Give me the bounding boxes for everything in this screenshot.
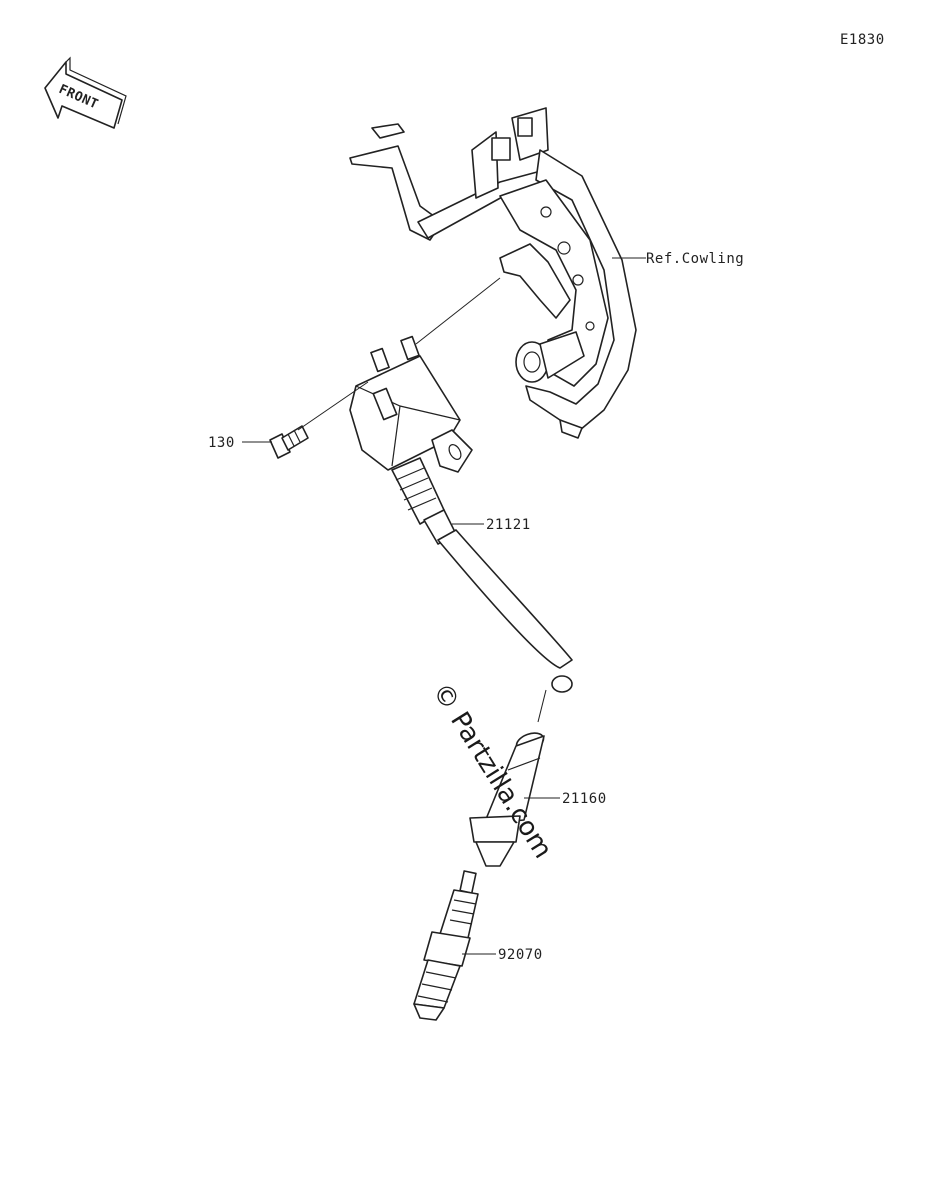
spark-plug bbox=[413, 870, 479, 1021]
guide-line bbox=[415, 277, 501, 345]
callout-21121: 21121 bbox=[486, 517, 531, 533]
callout-21160: 21160 bbox=[562, 791, 607, 807]
callout-130: 130 bbox=[208, 435, 235, 451]
guide-line bbox=[537, 689, 547, 723]
bolt bbox=[269, 425, 309, 459]
diagram-code: E1830 bbox=[840, 32, 885, 48]
callout-ref-cowling: Ref.Cowling bbox=[646, 251, 744, 267]
callout-92070: 92070 bbox=[498, 947, 543, 963]
coil-bracket bbox=[349, 107, 637, 439]
guide-line bbox=[297, 381, 369, 431]
front-arrow-icon: FRONT bbox=[44, 56, 127, 129]
ignition-coil bbox=[349, 335, 573, 693]
spark-plug-cap bbox=[469, 732, 545, 867]
